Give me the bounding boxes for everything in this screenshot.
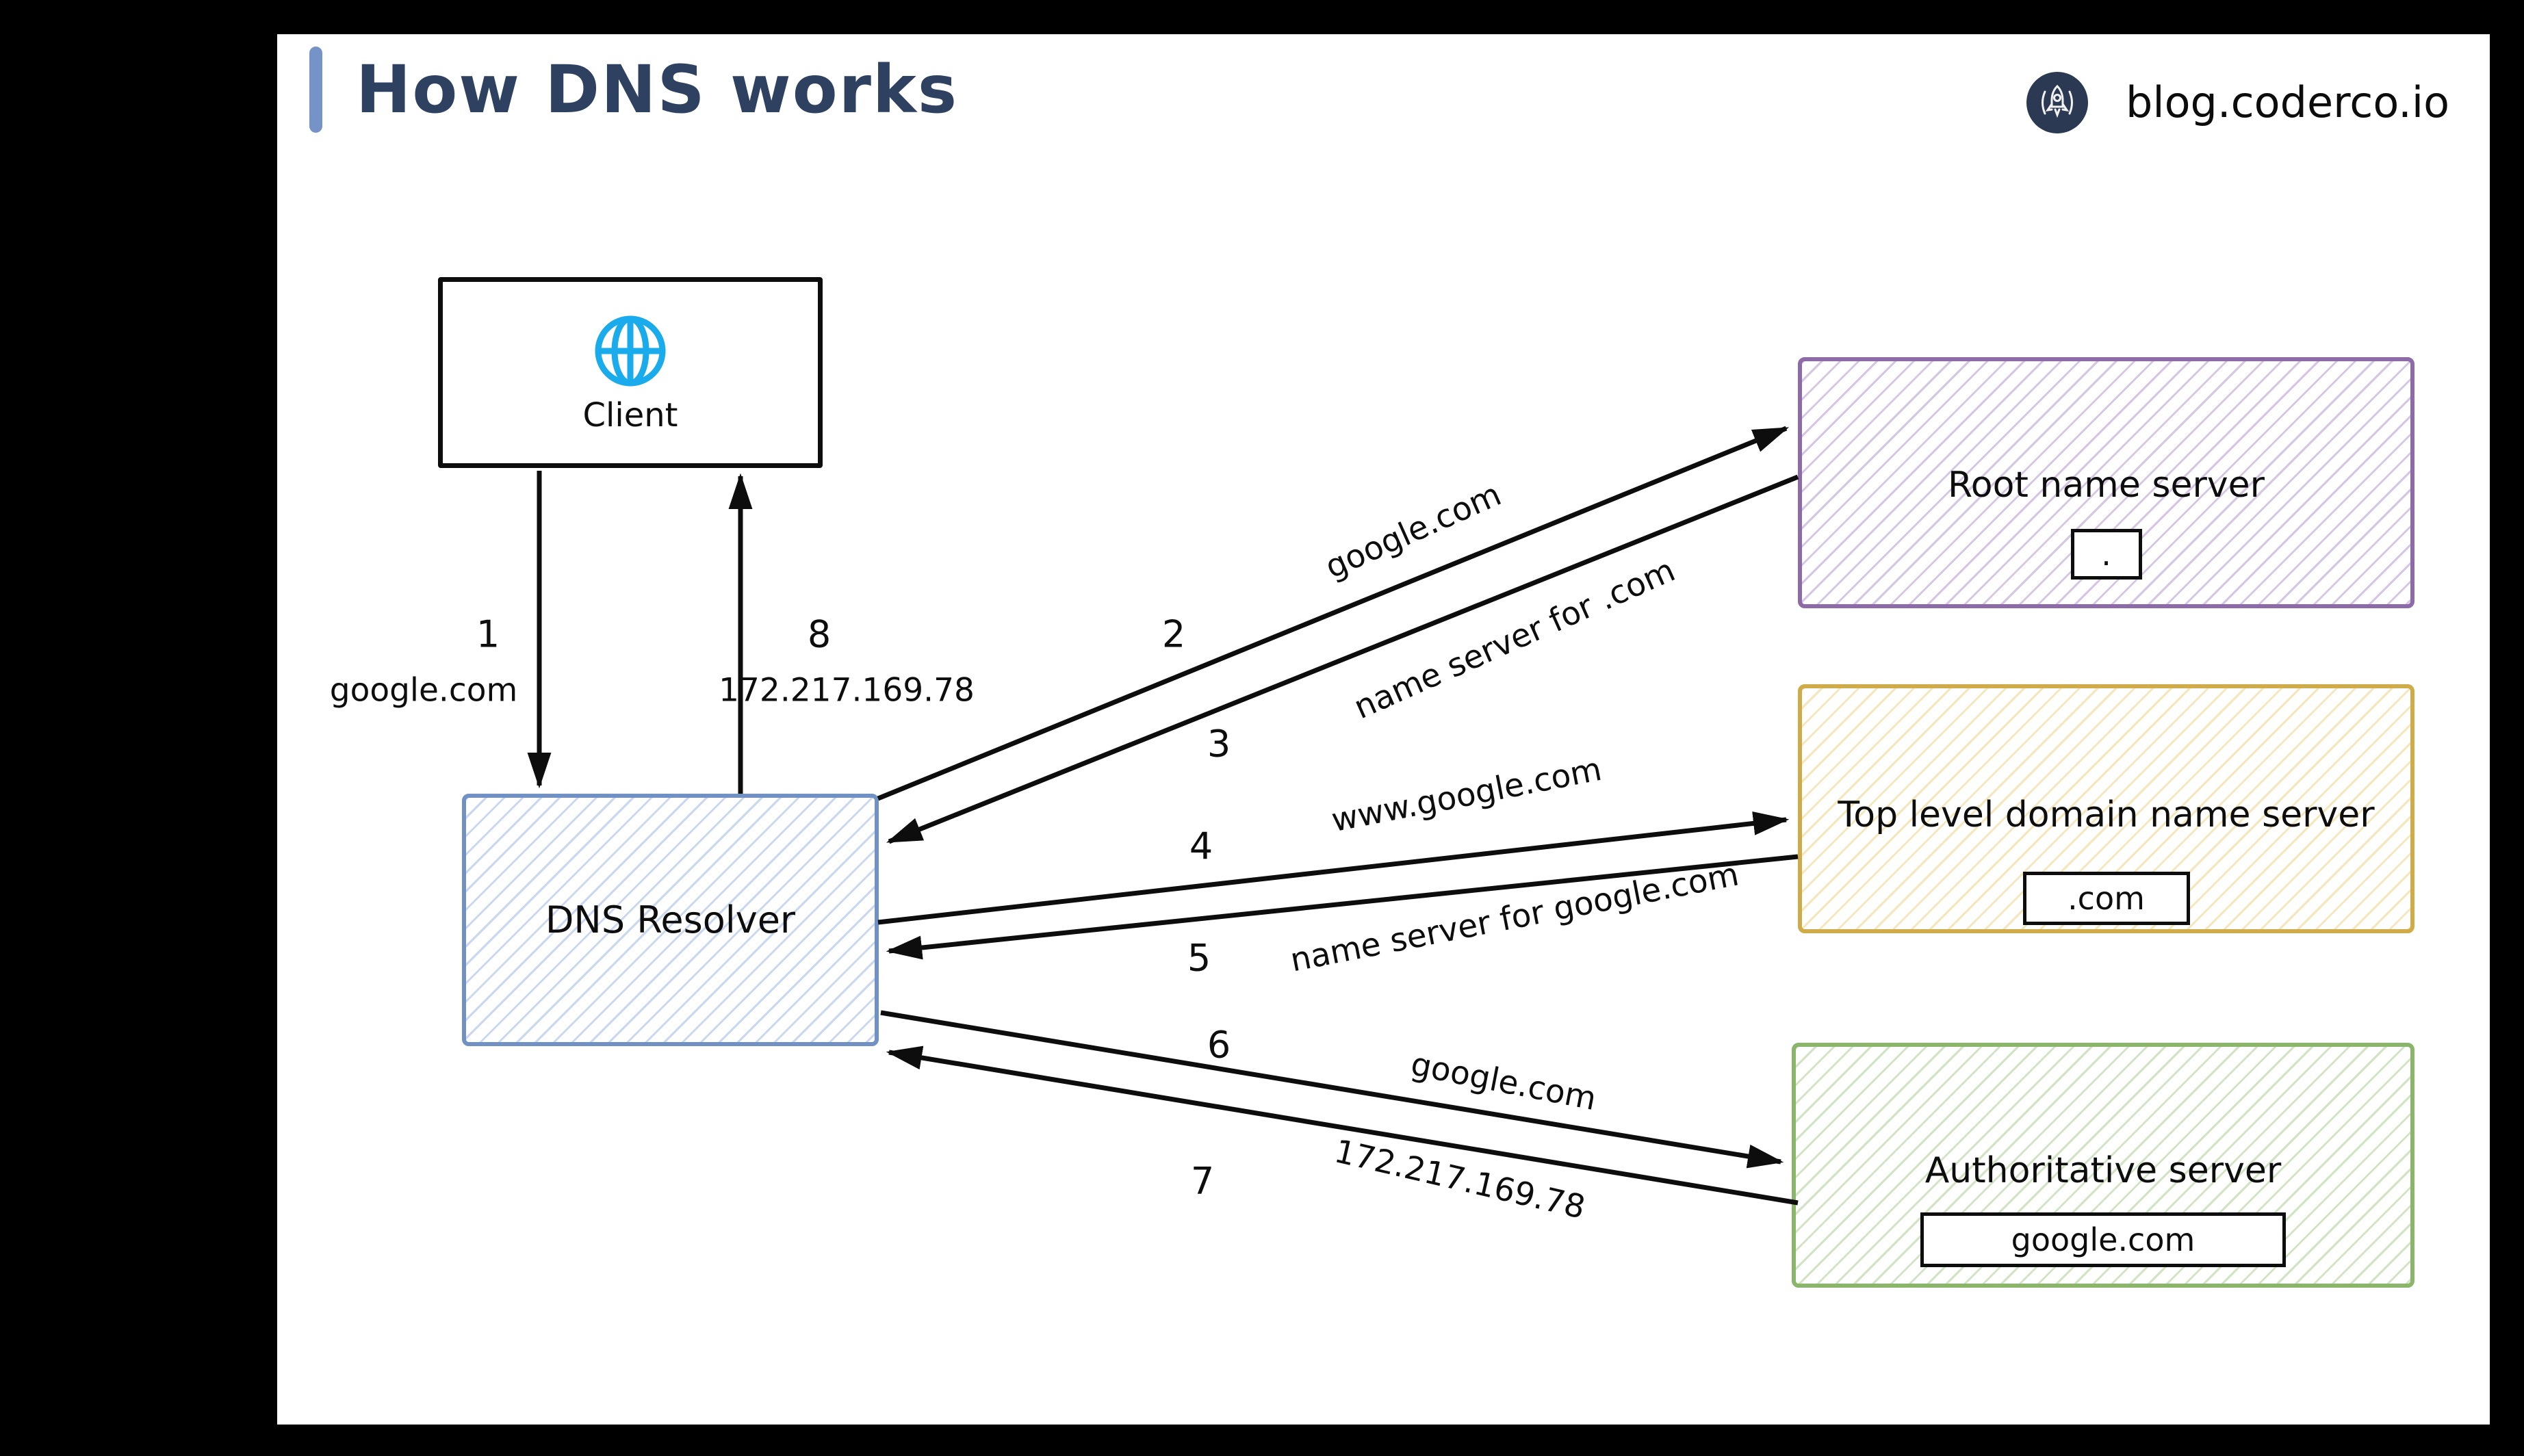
client-node: Client [438,277,823,468]
globe-icon [595,315,666,386]
authoritative-server-node: Authoritative server google.com [1792,1043,2414,1288]
tld-zone-badge: .com [2022,872,2190,925]
client-label: Client [582,395,678,434]
root-zone-badge: . [2070,529,2142,580]
dns-resolver-label: DNS Resolver [545,898,796,941]
step-label: google.com [329,671,518,710]
step-number: 2 [1161,612,1186,656]
authoritative-zone-badge: google.com [1920,1212,2286,1267]
root-name-server-node: Root name server . [1798,357,2414,608]
step-number: 3 [1207,722,1231,766]
dns-resolver-node: DNS Resolver [462,794,879,1046]
step-number: 8 [807,612,832,656]
tld-name-server-label: Top level domain name server [1838,794,2375,835]
step-number: 1 [476,612,500,656]
step-number: 5 [1187,936,1211,980]
step-number: 7 [1190,1159,1215,1203]
root-name-server-label: Root name server [1948,465,2265,506]
step-number: 6 [1207,1023,1231,1067]
authoritative-server-label: Authoritative server [1924,1150,2282,1191]
tld-name-server-node: Top level domain name server .com [1798,684,2414,933]
brand-url: blog.coderco.io [2126,77,2450,127]
step-number: 4 [1189,824,1213,868]
title-accent-bar [309,47,322,133]
step-label: 172.217.169.78 [719,671,975,710]
page-title: How DNS works [356,51,958,128]
brand-logo [2026,71,2089,134]
rocket-icon [2026,72,2088,133]
